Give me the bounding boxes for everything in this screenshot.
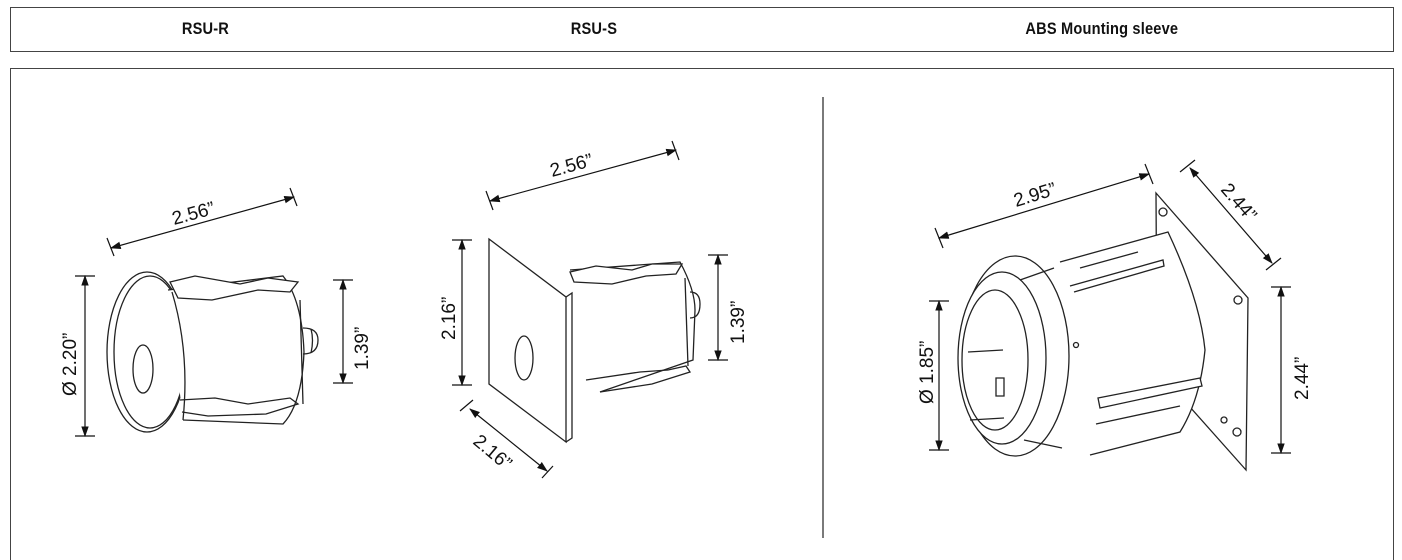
- sleeve-dimensions: [929, 159, 1291, 455]
- rsu-r-diameter-label: Ø 2.20”: [60, 333, 81, 396]
- header-abs-mounting-sleeve: ABS Mounting sleeve: [1025, 19, 1179, 38]
- header-rsu-s: RSU-S: [570, 19, 618, 38]
- rsu-r-dimensions: [75, 187, 353, 438]
- drawing-frame: [10, 68, 1394, 560]
- header-rsu-r: RSU-R: [181, 19, 230, 38]
- rsu-s-height-left-label: 2.16”: [439, 297, 460, 340]
- rsu-s-depth-label: 2.16”: [469, 431, 516, 475]
- rsu-r-drawing: [106, 271, 319, 433]
- sleeve-flange-width-label: 2.44”: [1216, 180, 1260, 226]
- rsu-s-height-right-label: 1.39”: [728, 301, 749, 344]
- sleeve-width-label: 2.95”: [1011, 179, 1059, 212]
- rsu-s-drawing: [488, 237, 701, 444]
- sleeve-diameter-label: Ø 1.85”: [917, 341, 938, 404]
- header-bar: [10, 7, 1394, 52]
- rsu-s-dimensions: [452, 140, 728, 479]
- sleeve-drawing: [957, 191, 1249, 472]
- rsu-r-height-label: 1.39”: [352, 327, 373, 370]
- rsu-s-width-label: 2.56”: [548, 150, 595, 181]
- sleeve-flange-height-label: 2.44”: [1292, 357, 1313, 400]
